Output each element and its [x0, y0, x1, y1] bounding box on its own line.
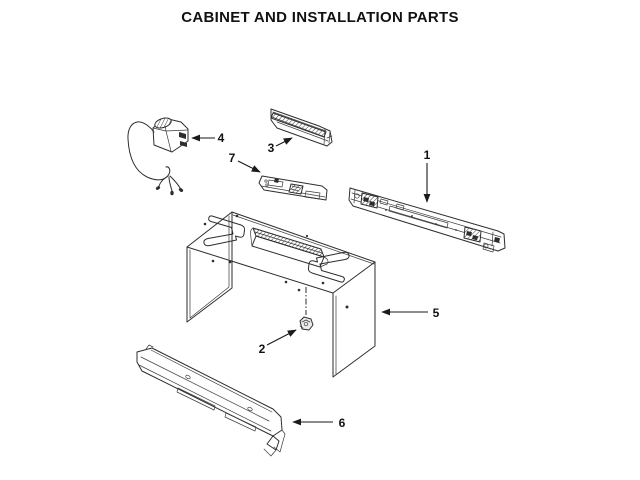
part-vent-channel — [270, 108, 333, 147]
part-power-cord-plug — [127, 117, 189, 196]
callout-label-4: 4 — [218, 131, 225, 145]
callout-arrow-2 — [266, 329, 297, 346]
callout-label-2: 2 — [259, 342, 266, 356]
part-mounting-rail — [348, 187, 506, 253]
page-title: CABINET AND INSTALLATION PARTS — [181, 9, 459, 26]
callout-label-7: 7 — [229, 151, 236, 165]
callout-arrow-3 — [275, 137, 293, 147]
callout-label-1: 1 — [424, 148, 431, 162]
callout-label-5: 5 — [433, 306, 440, 320]
part-bracket-plate — [258, 175, 328, 201]
part-cabinet-shell — [186, 211, 376, 378]
callout-label-3: 3 — [268, 141, 275, 155]
part-grommet — [299, 287, 314, 331]
callout-arrow-7 — [237, 160, 261, 173]
callout-label-6: 6 — [339, 416, 346, 430]
part-bottom-trim-rail — [136, 344, 286, 457]
